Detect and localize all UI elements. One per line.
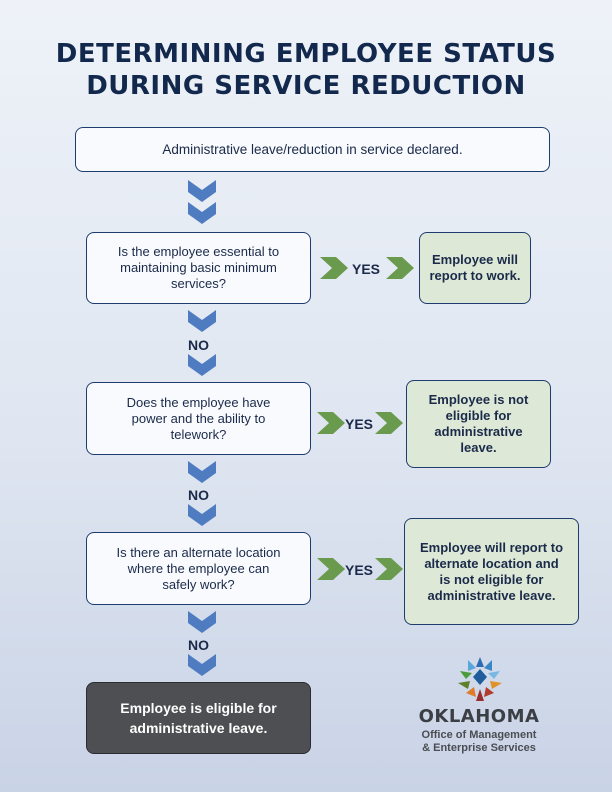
yes-label-1: YES	[352, 261, 381, 277]
down-arrow-2a	[188, 310, 216, 332]
down-arrow-2b	[188, 354, 216, 376]
yes-label-2: YES	[345, 416, 374, 432]
question-text-1: Is the employee essential to maintaining…	[117, 244, 280, 291]
logo-wordmark: OKLAHOMA Office of Management & Enterpri…	[404, 706, 554, 755]
right-arrow-3a	[317, 558, 345, 580]
question-text-3: Is there an alternate location where the…	[116, 544, 281, 592]
title-line-1: DETERMINING EMPLOYEE STATUS	[55, 39, 557, 69]
no-label-3: NO	[188, 637, 209, 653]
page-title: DETERMINING EMPLOYEE STATUS DURING SERVI…	[0, 38, 612, 102]
down-arrow-4a	[188, 611, 216, 633]
right-arrow-2b	[375, 412, 403, 434]
final-text: Employee is eligible for administrative …	[120, 700, 277, 736]
down-arrow-4b	[188, 654, 216, 676]
right-arrow-2a	[317, 412, 345, 434]
down-arrow-3a	[188, 461, 216, 483]
question-text-2: Does the employee have power and the abi…	[126, 394, 271, 442]
outcome-box-1: Employee will report to work.	[419, 232, 531, 304]
no-label-2: NO	[188, 487, 209, 503]
yes-label-3: YES	[345, 562, 374, 578]
logo-name: OKLAHOMA	[418, 706, 540, 727]
outcome-text-3: Employee will report to alternate locati…	[419, 539, 564, 603]
question-box-2: Does the employee have power and the abi…	[86, 382, 311, 455]
outcome-box-3: Employee will report to alternate locati…	[404, 518, 579, 625]
no-label-1: NO	[188, 337, 209, 353]
final-box: Employee is eligible for administrative …	[86, 682, 311, 754]
title-line-2: DURING SERVICE REDUCTION	[86, 71, 526, 101]
right-arrow-1a	[320, 257, 348, 279]
right-arrow-1b	[386, 257, 414, 279]
down-arrow-3b	[188, 504, 216, 526]
outcome-box-2: Employee is not eligible for administrat…	[406, 380, 551, 468]
logo-line-2: & Enterprise Services	[422, 742, 536, 754]
question-box-1: Is the employee essential to maintaining…	[86, 232, 311, 304]
start-box: Administrative leave/reduction in servic…	[75, 127, 550, 172]
right-arrow-3b	[375, 558, 403, 580]
question-box-3: Is there an alternate location where the…	[86, 532, 311, 605]
down-arrow-1	[188, 180, 216, 224]
omes-logo-icon	[458, 657, 502, 701]
outcome-text-2: Employee is not eligible for administrat…	[428, 392, 529, 455]
outcome-text-1: Employee will report to work.	[429, 252, 521, 283]
start-text: Administrative leave/reduction in servic…	[162, 141, 463, 157]
logo-line-1: Office of Management	[421, 729, 537, 741]
